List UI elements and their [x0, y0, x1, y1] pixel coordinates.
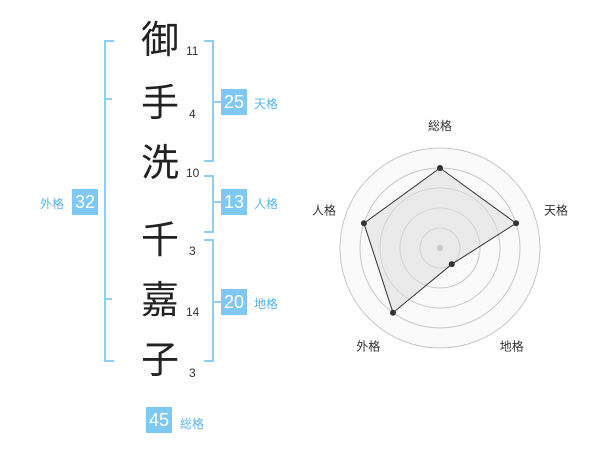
radar-axis-label: 人格 [312, 202, 336, 217]
tenkaku-value: 25 [221, 89, 248, 115]
gaikaku-bracket-tick [104, 98, 112, 100]
jinkaku-bracket [204, 175, 214, 233]
jinkaku-value: 13 [221, 189, 248, 215]
radar-point [448, 261, 455, 268]
radar-area [363, 167, 517, 314]
radar-point [389, 309, 396, 316]
radar-axis-label: 天格 [544, 202, 568, 217]
name-char-2: 手 [140, 81, 179, 125]
gaikaku-bracket-tick [104, 298, 112, 300]
radar-point [360, 220, 367, 227]
name-char-4: 千 [140, 218, 179, 262]
radar-axis-label: 外格 [356, 339, 380, 354]
chikaku-label: 地格 [254, 297, 279, 311]
name-char-1: 御 [140, 18, 179, 62]
jinkaku-connector [212, 201, 221, 203]
name-char-3: 洗 [140, 141, 179, 185]
gaikaku-label: 外格 [40, 197, 65, 211]
tenkaku-connector [212, 101, 221, 103]
name-char-6: 子 [140, 338, 179, 382]
stroke-count-2: 4 [189, 107, 196, 121]
stroke-count-5: 14 [186, 305, 200, 319]
radar-axis-label: 地格 [500, 339, 524, 354]
chikaku-bracket [204, 239, 214, 362]
stroke-count-4: 3 [189, 244, 196, 258]
radar-center [437, 245, 443, 251]
chikaku-connector [212, 301, 221, 303]
radar-point [513, 220, 520, 227]
radar-axis-label: 総格 [428, 118, 452, 133]
soukaku-label: 総格 [180, 417, 205, 431]
soukaku-value: 45 [146, 407, 173, 433]
stroke-count-1: 11 [186, 44, 199, 58]
name-char-5: 嘉 [140, 278, 179, 322]
stroke-count-6: 3 [189, 366, 196, 380]
gaikaku-bracket [104, 40, 114, 362]
jinkaku-label: 人格 [254, 197, 279, 211]
stroke-count-3: 10 [186, 166, 200, 180]
chikaku-value: 20 [221, 289, 248, 315]
gaikaku-value: 32 [72, 189, 99, 215]
tenkaku-label: 天格 [254, 97, 279, 111]
radar-point [437, 165, 443, 171]
